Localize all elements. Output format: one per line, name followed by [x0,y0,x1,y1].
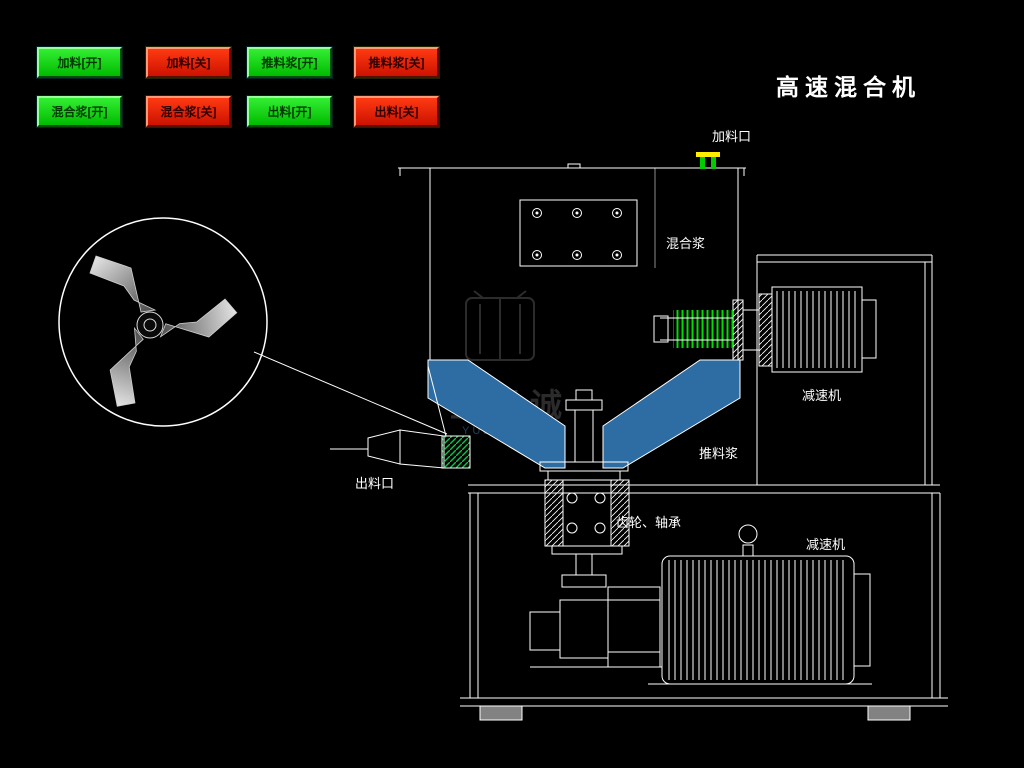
paddle-shaft-green [673,310,733,348]
discharge-on-button[interactable]: 出料[开] [247,96,332,127]
gearbox [529,586,662,668]
motor-upper [653,286,877,373]
impeller-detail [58,217,448,435]
mix-paddle-off-button[interactable]: 混合浆[关] [146,96,231,127]
reducer-lower-label: 减速机 [806,537,846,552]
feed-port-label: 加料口 [712,129,752,144]
pushing-paddle-label: 推料浆 [699,446,739,461]
mix-paddle-on-button[interactable]: 混合浆[开] [37,96,122,127]
discharge-port-label: 出料口 [355,476,395,491]
frame-upper [756,254,933,485]
push-paddle-off-button[interactable]: 推料浆[关] [354,47,439,78]
shaft-bearing [539,389,630,588]
push-paddle-on-button[interactable]: 推料浆[开] [247,47,332,78]
motor-lower [648,524,872,685]
detail-callout-line [253,351,448,435]
watermark-emblem [465,290,535,361]
base-frame [460,484,948,721]
discharge-assembly [330,365,471,469]
funnel [427,359,741,469]
bolt-plate [519,199,638,267]
impeller-blades [89,255,238,407]
reducer-upper-label: 减速机 [802,388,842,403]
gear-bearing-label: 齿轮、轴承 [616,515,682,530]
feed-on-button[interactable]: 加料[开] [37,47,122,78]
discharge-off-button[interactable]: 出料[关] [354,96,439,127]
feed-port-icon [696,152,720,169]
mixing-paddle-label: 混合浆 [666,236,706,251]
feed-off-button[interactable]: 加料[关] [146,47,231,78]
page-title: 高速混合机 [776,74,921,100]
